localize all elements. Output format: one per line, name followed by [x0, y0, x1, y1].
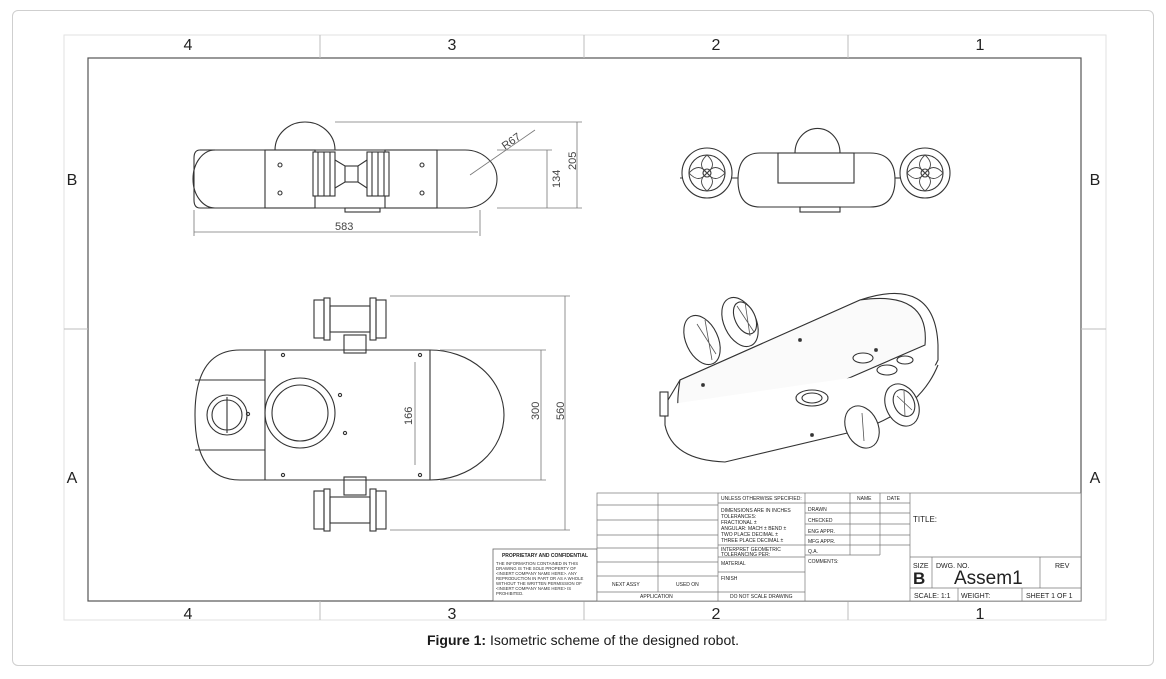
caption-label: Figure 1:: [426, 632, 487, 648]
finish-label: FINISH: [721, 576, 738, 582]
proprietary-heading: PROPRIETARY AND CONFIDENTIAL: [502, 553, 588, 559]
eng-appr-label: ENG APPR.: [808, 529, 835, 535]
zone-col-3-top: 3: [448, 37, 457, 54]
front-view-propeller-blades: [688, 154, 944, 192]
title-label: TITLE:: [913, 515, 937, 524]
do-not-scale-label: DO NOT SCALE DRAWING: [730, 594, 793, 600]
next-assy-label: NEXT ASSY: [612, 582, 640, 588]
interpret-label: INTERPRET GEOMETRIC: [721, 547, 781, 553]
fractional-label: FRACTIONAL ±: [721, 520, 757, 526]
top-view: [194, 297, 505, 532]
sheet-value: SHEET 1 OF 1: [1026, 593, 1073, 600]
proprietary-line-2: DRAWING IS THE SOLE PROPERTY OF: [496, 566, 576, 571]
comments-label: COMMENTS:: [808, 559, 839, 565]
dim-width-inner: 166: [403, 407, 415, 425]
two-place-label: TWO PLACE DECIMAL ±: [721, 532, 778, 538]
zone-col-4-top: 4: [184, 37, 193, 54]
zone-row-a-left: A: [67, 470, 78, 487]
rev-label: REV: [1055, 563, 1070, 570]
caption-text: Isometric scheme of the designed robot.: [486, 632, 740, 648]
drawn-label: DRAWN: [808, 507, 827, 513]
figure-caption: Figure 1: Isometric scheme of the design…: [0, 632, 1166, 648]
title-block-text: NEXT ASSY USED ON APPLICATION DO NOT SCA…: [612, 496, 901, 600]
zone-dividers: [64, 35, 1106, 620]
dim-length: 583: [335, 221, 353, 233]
zone-col-4-bottom: 4: [184, 606, 193, 623]
title-block-grid: [596, 492, 1082, 602]
proprietary-block: PROPRIETARY AND CONFIDENTIAL THE INFORMA…: [492, 548, 598, 602]
proprietary-line-4: REPRODUCTION IN PART OR AS A WHOLE: [496, 576, 584, 581]
zone-row-b-right: B: [1090, 172, 1101, 189]
isometric-view: [659, 292, 939, 463]
tolerances-label: TOLERANCES:: [721, 514, 756, 520]
zone-col-3-bottom: 3: [448, 606, 457, 623]
dim-height-inner: 134: [551, 170, 563, 188]
date-header: DATE: [887, 496, 901, 502]
tolerancing-label: TOLERANCING PER:: [721, 552, 770, 558]
proprietary-line-7: PROHIBITED.: [496, 591, 523, 596]
weight-label: WEIGHT:: [961, 593, 990, 600]
zone-row-b-left: B: [67, 172, 78, 189]
checked-label: CHECKED: [808, 518, 833, 524]
mfg-appr-label: MFG APPR.: [808, 539, 835, 545]
qa-label: Q.A.: [808, 549, 818, 555]
top-view-dimensions: [390, 295, 570, 531]
dwg-no-value: Assem1: [954, 568, 1023, 589]
zone-row-a-right: A: [1090, 470, 1101, 487]
angular-label: ANGULAR: MACH ± BEND ±: [721, 526, 786, 532]
side-view-dimensions: [193, 121, 582, 236]
scale-value: SCALE: 1:1: [914, 593, 951, 600]
zone-col-1-bottom: 1: [976, 606, 985, 623]
dim-width-mid: 300: [530, 402, 542, 420]
size-value: B: [913, 569, 925, 588]
proprietary-line-5: WITHOUT THE WRITTEN PERMISSION OF: [496, 581, 582, 586]
side-view: [192, 121, 498, 213]
application-label: APPLICATION: [640, 594, 673, 600]
zone-col-2-top: 2: [712, 37, 721, 54]
size-label: SIZE: [913, 563, 929, 570]
dwg-no-label: DWG. NO.: [936, 563, 969, 570]
proprietary-line-6: <INSERT COMPANY NAME HERE> IS: [496, 586, 571, 591]
zone-col-1-top: 1: [976, 37, 985, 54]
used-on-label: USED ON: [676, 582, 699, 588]
name-header: NAME: [857, 496, 872, 502]
dim-height-total: 205: [567, 152, 579, 170]
material-label: MATERIAL: [721, 561, 746, 567]
three-place-label: THREE PLACE DECIMAL ±: [721, 538, 784, 544]
proprietary-line-3: <INSERT COMPANY NAME HERE>. ANY: [496, 571, 577, 576]
proprietary-line-1: THE INFORMATION CONTAINED IN THIS: [496, 561, 578, 566]
dim-width-total: 560: [555, 402, 567, 420]
front-view: [680, 127, 951, 213]
isometric-details: [696, 301, 913, 442]
dims-inches-label: DIMENSIONS ARE IN INCHES: [721, 508, 791, 514]
zone-col-2-bottom: 2: [712, 606, 721, 623]
unless-specified-label: UNLESS OTHERWISE SPECIFIED:: [721, 496, 802, 502]
